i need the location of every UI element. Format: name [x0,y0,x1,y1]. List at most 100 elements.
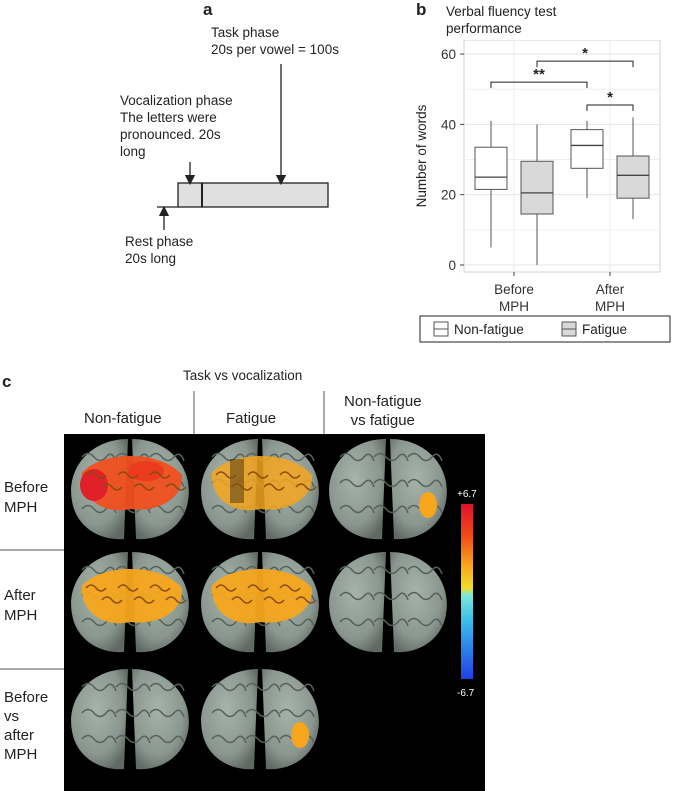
timeline-diagram [157,64,329,230]
active-sulcus-0 [85,584,107,592]
x-tick-label-1-1: MPH [595,299,625,314]
row-header-before-vs-after-mph: Before vs after MPH [4,688,48,764]
brain-0-1 [201,439,319,540]
panel-a-letter: a [203,0,213,19]
row-3-line-3: after [4,727,35,744]
gyrus-2 [407,452,443,462]
active-sulcus-3 [133,483,155,491]
y-axis-label: Number of words [414,104,429,207]
activation-peak [80,469,108,501]
gyrus-7 [373,617,409,627]
legend-box [419,315,671,343]
gyrus-4 [115,708,151,718]
gyrus-4 [373,591,409,601]
gyrus-6 [211,734,247,744]
active-sulcus-5 [165,596,187,604]
legend-label-0: Non-fatigue [454,322,524,337]
gyrus-2 [407,565,443,575]
row-3-line-1: Before [4,689,49,706]
vocalization-phase-label: Vocalization phase The letters were pron… [120,92,233,160]
hemisphere-left [201,669,258,770]
gyrus-3 [211,708,247,718]
vocalization-line-2: The letters were [120,110,217,125]
activation-main [211,569,313,624]
gyrus-7 [115,734,151,744]
active-sulcus-0 [215,471,237,479]
row-1-line-2: MPH [4,499,38,516]
rest-line-1: Rest phase [125,234,194,249]
gyrus-0 [339,565,375,575]
vocalization-line-3: pronounced. 20s [120,127,221,142]
task-phase-label: Task phase 20s per vowel = 100s [211,24,339,58]
active-sulcus-2 [117,584,139,592]
gyrus-1 [373,452,409,462]
gyrus-7 [245,734,281,744]
sig-bracket-0 [490,81,588,89]
gyrus-1 [373,565,409,575]
active-sulcus-1 [101,596,123,604]
gyrus-0 [81,452,117,462]
panel-b-letter: b [416,0,427,19]
active-sulcus-4 [279,584,301,592]
gyrus-2 [279,565,315,575]
active-sulcus-1 [101,483,123,491]
chart-title-line-1: Verbal fluency test [446,4,557,19]
active-sulcus-5 [165,483,187,491]
col-header-non-fatigue: Non-fatigue [84,410,162,427]
brain-2-1 [201,669,319,770]
row-2-line-2: MPH [4,607,38,624]
active-sulcus-5 [295,483,317,491]
active-sulcus-2 [247,584,269,592]
active-sulcus-0 [85,471,107,479]
gyrus-0 [339,452,375,462]
active-sulcus-4 [279,471,301,479]
gyrus-2 [149,682,185,692]
hemisphere-left [329,439,386,540]
box-1-0 [520,160,554,215]
activation-spot [291,722,309,748]
sig-label-0: ** [533,66,545,83]
gyrus-2 [279,452,315,462]
gyrus-8 [149,734,185,744]
activation-gap [230,459,244,503]
gyrus-3 [339,591,375,601]
brain-1-2 [329,552,447,653]
legend-label-1: Fatigue [582,322,627,337]
gyrus-0 [81,682,117,692]
hemisphere-left [71,669,128,770]
task-block [201,182,329,208]
row-1-line-1: Before [4,479,49,496]
gyrus-2 [279,682,315,692]
active-sulcus-2 [247,471,269,479]
activation-main [81,569,183,624]
gyrus-6 [339,504,375,514]
gyrus-4 [245,708,281,718]
y-tick-label-40: 40 [441,117,456,132]
header-dividers [193,391,325,434]
hemisphere-right [390,552,447,653]
activation-spot [419,492,437,518]
row-3-line-4: MPH [4,746,38,763]
active-sulcus-3 [133,596,155,604]
gyrus-5 [407,478,443,488]
gyrus-0 [211,682,247,692]
col-header-3-line-2: vs fatigue [350,412,415,429]
task-vs-vocalization-header: Task vs vocalization [183,368,303,383]
active-sulcus-1 [231,483,253,491]
colorbar-max-label: +6.7 [457,489,477,500]
gyrus-6 [81,734,117,744]
active-sulcus-1 [231,596,253,604]
active-sulcus-5 [295,596,317,604]
chart-title: Verbal fluency test performance [446,3,556,37]
brain-panel: +6.7 -6.7 [64,434,485,791]
hemisphere-left [329,552,386,653]
gyrus-8 [407,617,443,627]
active-sulcus-0 [215,584,237,592]
row-dividers [0,549,64,670]
x-tick-label-1-0: After [596,282,625,297]
sig-bracket-2 [586,104,634,112]
gyrus-0 [81,565,117,575]
gyrus-1 [245,682,281,692]
gyrus-7 [373,504,409,514]
gyrus-5 [407,591,443,601]
